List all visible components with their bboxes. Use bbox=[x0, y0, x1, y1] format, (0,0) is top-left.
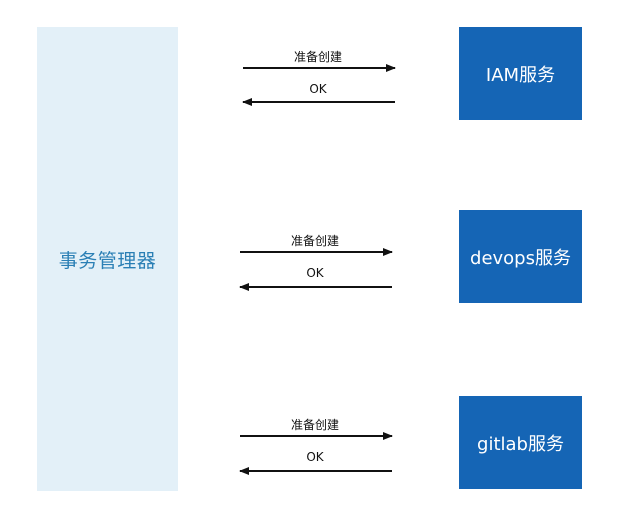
transaction-manager-box: 事务管理器 bbox=[37, 27, 178, 491]
response-label-iam: OK bbox=[309, 82, 327, 96]
service-label-devops: devops服务 bbox=[470, 247, 571, 269]
request-label-iam: 准备创建 bbox=[293, 50, 343, 64]
service-box-gitlab: gitlab服务 bbox=[459, 396, 582, 489]
service-label-gitlab: gitlab服务 bbox=[477, 433, 564, 455]
request-label-gitlab: 准备创建 bbox=[290, 418, 340, 432]
transaction-manager-label: 事务管理器 bbox=[58, 249, 157, 272]
response-label-devops: OK bbox=[306, 266, 324, 280]
response-label-gitlab: OK bbox=[306, 450, 324, 464]
service-box-iam: IAM服务 bbox=[459, 27, 582, 120]
request-label-devops: 准备创建 bbox=[290, 234, 340, 248]
service-box-devops: devops服务 bbox=[459, 210, 582, 303]
service-label-iam: IAM服务 bbox=[485, 64, 556, 86]
